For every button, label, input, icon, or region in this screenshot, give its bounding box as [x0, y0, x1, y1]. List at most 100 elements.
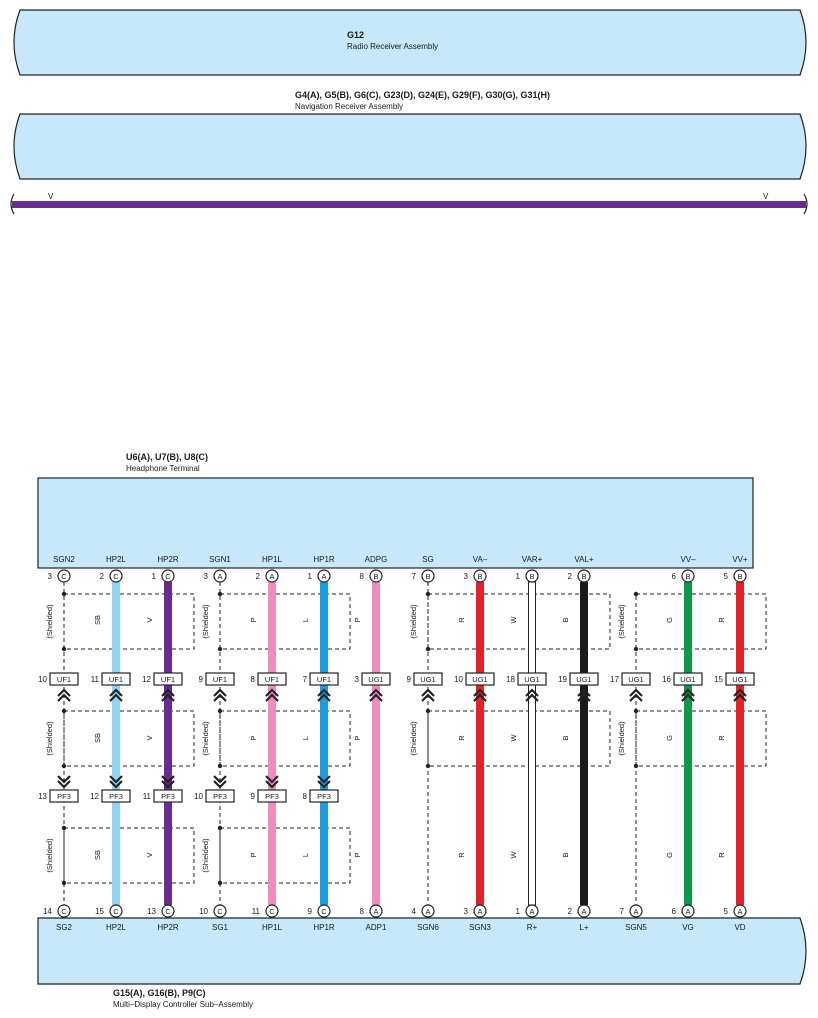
inline-conn-9-label: UG1 [524, 675, 539, 684]
shield-label-2-0: (Shielded) [409, 604, 418, 639]
top-pin-12-letter: B [685, 572, 690, 581]
pf-chevron-4-b [265, 780, 279, 789]
wire-color-4-1: P [249, 735, 258, 740]
bot-pin-num-13: 5 [724, 907, 729, 916]
wire-color-8-0: R [457, 617, 466, 623]
top-pin-8-letter: B [477, 572, 482, 581]
top-term-2: HP2R [157, 555, 179, 564]
shield-box-2-1 [427, 710, 611, 767]
top-pin-0-letter: C [61, 572, 67, 581]
top-pin-num-7: 7 [412, 572, 417, 581]
inline-chevron-6-b [369, 693, 383, 702]
top-pin-10-letter: B [581, 572, 586, 581]
pf-chevron-3-b [213, 780, 227, 789]
pf-pin-num-3: 10 [194, 792, 203, 801]
nav-code: G4(A), G5(B), G6(C), G23(D), G24(E), G29… [295, 90, 550, 100]
inline-conn-3 [205, 672, 235, 686]
bus-wire-right-label: V [763, 192, 769, 201]
pf-conn-4 [257, 789, 287, 803]
inline-chevron-0-b [57, 693, 71, 702]
inline-chevron-10-b [577, 693, 591, 702]
inline-chevron-3-b [213, 693, 227, 702]
top-pin-1-letter: C [113, 572, 119, 581]
shield-label-1-0: (Shielded) [201, 604, 210, 639]
wire-color-10-0: B [561, 617, 570, 622]
wire-color-1-0: SB [93, 615, 102, 625]
shield-box-3-0 [635, 593, 767, 650]
inline-conn-8 [465, 672, 495, 686]
inline-chevron-4-b [265, 693, 279, 702]
bus-wire-left-label: V [48, 192, 54, 201]
inline-pin-num-7: 9 [407, 675, 412, 684]
pf-chevron-5-b [317, 780, 331, 789]
pf-chevron-5-a [317, 775, 331, 784]
wire-color-9-0: W [509, 616, 518, 624]
top-pin-num-9: 1 [516, 572, 521, 581]
pf-chevron-4-a [265, 775, 279, 784]
top-pin-4 [265, 569, 279, 583]
shield-dot-1-0-t [217, 591, 223, 597]
bot-pin-3 [213, 904, 227, 918]
bot-pin-10-letter: A [581, 907, 586, 916]
wire-color-12-2: G [665, 852, 674, 858]
wire-color-12-1: G [665, 735, 674, 741]
bot-pin-6-letter: A [373, 907, 378, 916]
pf-chevron-0-b [57, 780, 71, 789]
bot-pin-1 [109, 904, 123, 918]
wire-color-4-2: P [249, 852, 258, 857]
wire-color-10-1: B [561, 735, 570, 740]
inline-chevron-13-b [733, 693, 747, 702]
radio-name: Radio Receiver Assembly [347, 42, 438, 51]
top-term-0: SGN2 [53, 555, 75, 564]
inline-conn-4-label: UF1 [265, 675, 279, 684]
top-pin-num-0: 3 [48, 572, 53, 581]
inline-chevron-2-b [161, 693, 175, 702]
top-pin-num-3: 3 [204, 572, 209, 581]
bot-pin-11-letter: A [633, 907, 638, 916]
inline-chevron-1-a [109, 688, 123, 697]
inline-pin-num-0: 10 [38, 675, 47, 684]
pf-chevron-3-a [213, 775, 227, 784]
inline-chevron-11-a [629, 688, 643, 697]
bot-pin-num-2: 13 [147, 907, 156, 916]
top-term-5: HP1R [313, 555, 335, 564]
top-term-6: ADPG [365, 555, 388, 564]
bot-pin-2-letter: C [165, 907, 171, 916]
inline-chevron-0-a [57, 688, 71, 697]
navigation-receiver-box [13, 113, 807, 180]
bot-pin-num-4: 11 [252, 907, 261, 916]
bot-pin-num-3: 10 [199, 907, 208, 916]
pf-conn-1-label: PF3 [109, 792, 123, 801]
wire-color-5-1: L [301, 736, 310, 740]
inline-conn-11-label: UG1 [628, 675, 643, 684]
top-term-12: VV– [680, 555, 696, 564]
inline-conn-6-label: UG1 [368, 675, 383, 684]
wire-color-5-2: L [301, 853, 310, 857]
shield-box-1-2 [219, 827, 351, 884]
inline-chevron-1-b [109, 693, 123, 702]
wire-color-4-0: P [249, 617, 258, 622]
top-pin-7 [421, 569, 435, 583]
inline-chevron-13-a [733, 688, 747, 697]
bot-term-2: HP2R [157, 923, 179, 932]
radio-receiver-box [13, 9, 807, 76]
pf-conn-0-label: PF3 [57, 792, 71, 801]
bot-term-5: HP1R [313, 923, 335, 932]
inline-chevron-3-a [213, 688, 227, 697]
inline-chevron-2-a [161, 688, 175, 697]
top-pin-num-10: 2 [568, 572, 573, 581]
top-pin-7-letter: B [425, 572, 430, 581]
bot-term-3: SG1 [212, 923, 229, 932]
top-pin-6 [369, 569, 383, 583]
top-pin-12 [681, 569, 695, 583]
inline-conn-0 [49, 672, 79, 686]
bot-pin-3-letter: C [217, 907, 223, 916]
wire-color-9-1: W [509, 734, 518, 742]
inline-conn-4 [257, 672, 287, 686]
pf-conn-1 [101, 789, 131, 803]
inline-conn-7-label: UG1 [420, 675, 435, 684]
wire-color-6-2: P [353, 852, 362, 857]
pf-conn-5 [309, 789, 339, 803]
pf-chevron-2-a [161, 775, 175, 784]
